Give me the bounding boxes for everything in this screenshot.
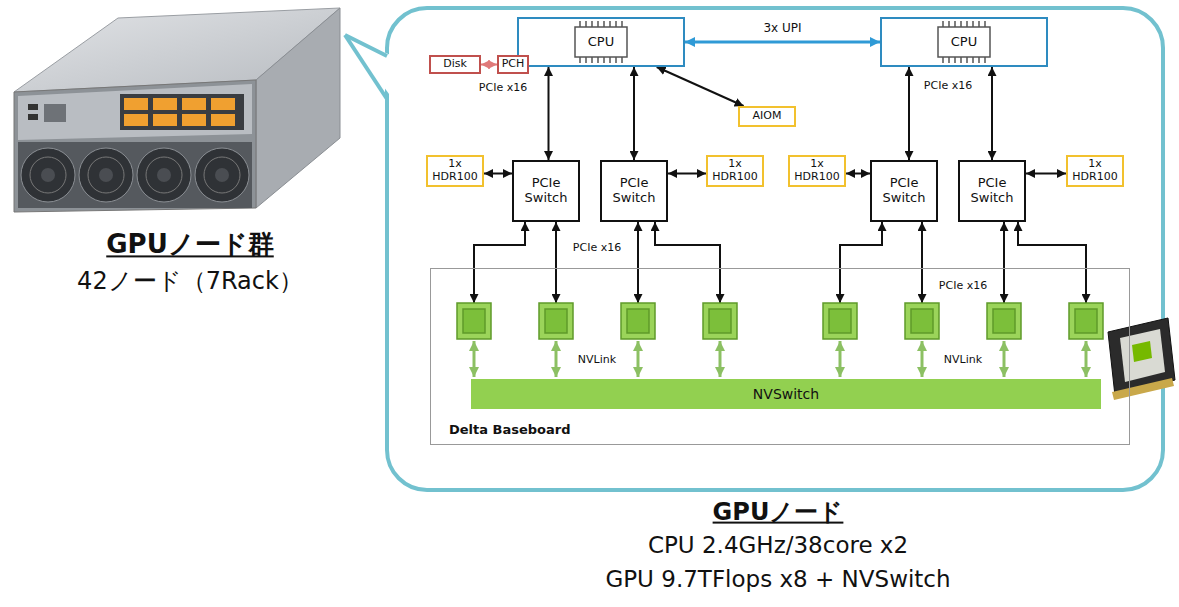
connector bbox=[548, 67, 550, 160]
bus-label: PCIe x16 bbox=[924, 79, 972, 92]
connector bbox=[481, 64, 497, 66]
spec-line: CPU 2.4GHz/38core x2 bbox=[648, 532, 908, 560]
node-text: CPU bbox=[588, 35, 614, 50]
gpu-module-photo bbox=[1108, 318, 1175, 400]
node-text: PCIe Switch bbox=[605, 176, 663, 206]
storage-box: Disk bbox=[429, 55, 481, 74]
port-box: 1x HDR100 bbox=[706, 155, 764, 187]
connector bbox=[668, 173, 706, 175]
group-heading: GPUノード群 bbox=[106, 229, 274, 260]
node-text: Disk bbox=[443, 58, 467, 71]
node-text: PCIe Switch bbox=[963, 176, 1021, 206]
bus-label: PCIe x16 bbox=[939, 279, 987, 292]
gpu-chips bbox=[457, 303, 1103, 339]
cpu-box: CPU bbox=[517, 17, 685, 67]
node-text: 1x HDR100 bbox=[711, 158, 759, 183]
storage-box: PCH bbox=[497, 55, 529, 74]
node-text: CPU bbox=[951, 35, 977, 50]
baseboard-box: Delta Baseboard NVSwitch bbox=[430, 268, 1130, 445]
cpu-box: CPU bbox=[880, 17, 1048, 67]
group-count: 42ノード（7Rack） bbox=[77, 267, 303, 296]
connector bbox=[991, 67, 993, 160]
node-text: Delta Baseboard bbox=[449, 423, 571, 438]
port-box: 1x HDR100 bbox=[788, 155, 846, 187]
bus-label: PCIe x16 bbox=[479, 81, 527, 94]
node-heading: GPUノード bbox=[713, 498, 844, 527]
node-text: 1x HDR100 bbox=[793, 158, 841, 183]
link-label: NVLink bbox=[578, 353, 616, 366]
spec-line: GPU 9.7TFlops x8 + NVSwitch bbox=[605, 566, 950, 594]
port-box: 1x HDR100 bbox=[1066, 155, 1124, 187]
node-text: NVSwitch bbox=[753, 386, 819, 402]
port-box: AIOM bbox=[738, 106, 796, 127]
port-box: 1x HDR100 bbox=[426, 155, 484, 187]
server-photo bbox=[14, 8, 340, 212]
node-text: 1x HDR100 bbox=[431, 158, 479, 183]
nvlink-wires bbox=[474, 341, 1086, 377]
edge-label: 3x UPI bbox=[760, 21, 804, 35]
connector bbox=[685, 41, 880, 44]
connector bbox=[1026, 173, 1066, 175]
switch-box: PCIe Switch bbox=[512, 160, 580, 222]
callout-panel bbox=[345, 8, 1163, 490]
link-label: NVLink bbox=[944, 353, 982, 366]
connector bbox=[908, 67, 910, 160]
bus-label: PCIe x16 bbox=[573, 241, 621, 254]
node-text: 1x HDR100 bbox=[1071, 158, 1119, 183]
node-text: PCH bbox=[502, 58, 525, 71]
node-text: PCIe Switch bbox=[517, 176, 575, 206]
cpu-chip-icons bbox=[575, 21, 990, 63]
connector bbox=[484, 173, 512, 175]
switch-box: PCIe Switch bbox=[958, 160, 1026, 222]
nvswitch-bar: NVSwitch bbox=[471, 379, 1101, 409]
pcie-wires bbox=[474, 222, 1086, 303]
connector bbox=[633, 67, 635, 160]
node-text: PCIe Switch bbox=[875, 176, 933, 206]
switch-box: PCIe Switch bbox=[870, 160, 938, 222]
node-text: AIOM bbox=[753, 110, 782, 123]
connector bbox=[846, 173, 870, 175]
switch-box: PCIe Switch bbox=[600, 160, 668, 222]
connector bbox=[657, 67, 744, 106]
